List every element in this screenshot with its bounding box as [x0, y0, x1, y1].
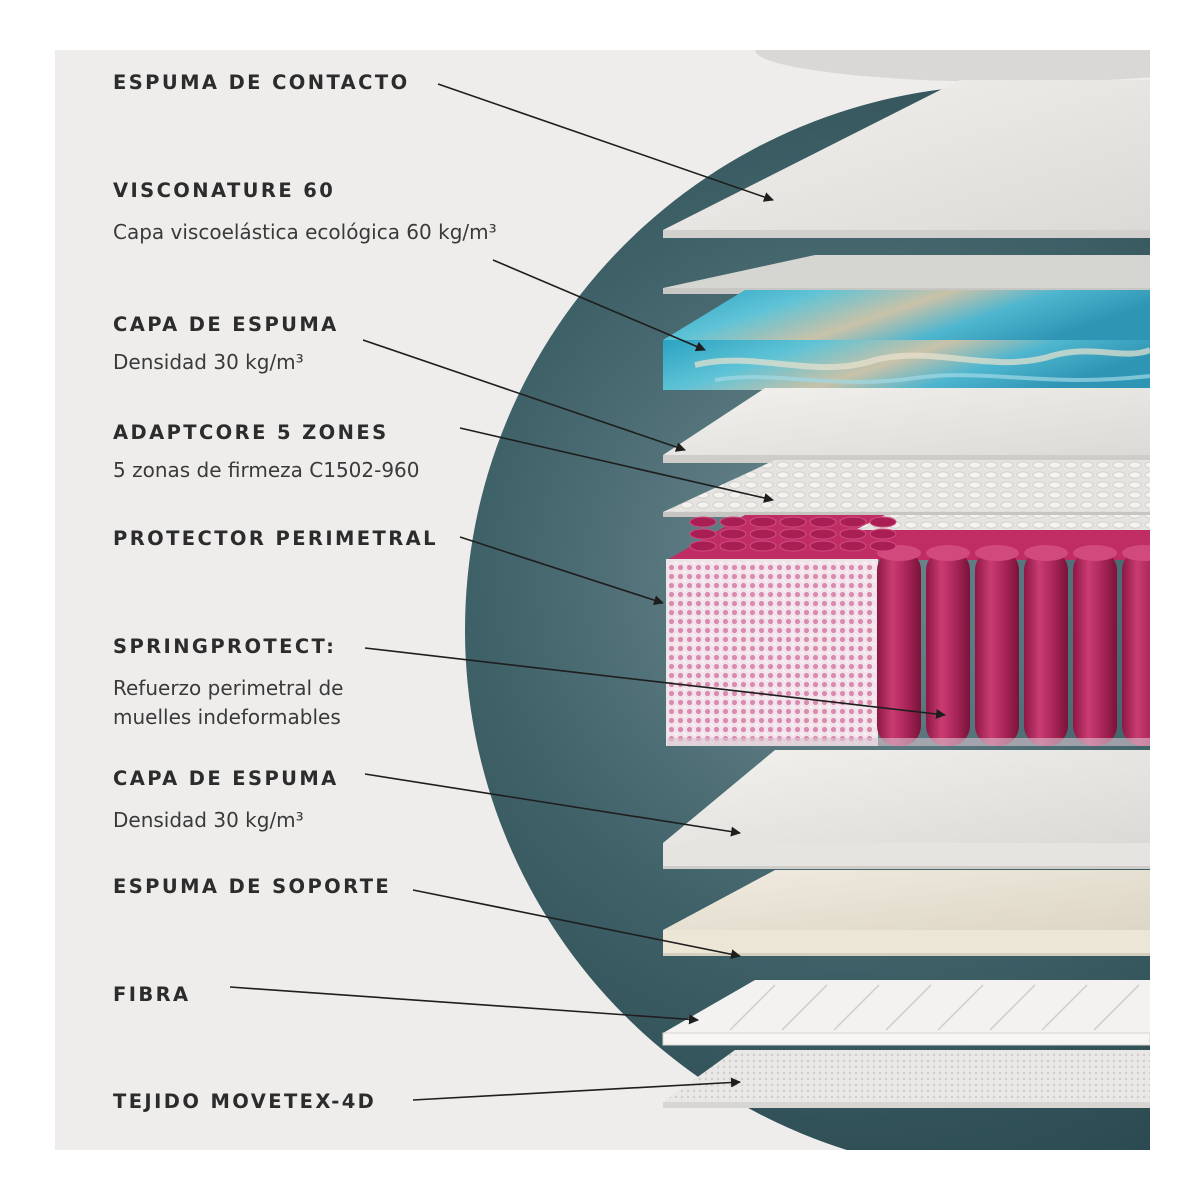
- fibra-quilt-line: [937, 984, 984, 1031]
- leader-line-capa-espuma-2: [364, 773, 741, 837]
- spring-top-back: [779, 528, 807, 540]
- fibra-quilt-line: [885, 984, 932, 1031]
- label-title-capa-espuma-1: CAPA DE ESPUMA: [113, 313, 339, 336]
- spring-top-back: [749, 528, 777, 540]
- spring-top-back: [749, 540, 777, 552]
- spring-top-back: [809, 540, 837, 552]
- fibra-quilt-line: [1041, 984, 1088, 1031]
- spring-top-back: [869, 540, 897, 552]
- fibra-quilt-line: [1093, 984, 1140, 1031]
- spring-top: [1073, 545, 1117, 561]
- spring-column: [1024, 550, 1068, 746]
- spring-column: [1073, 550, 1117, 746]
- label-title-protector: PROTECTOR PERIMETRAL: [113, 527, 438, 550]
- label-desc-capa-espuma-1: Densidad 30 kg/m³: [113, 350, 304, 374]
- fibra-quilt-line: [833, 984, 880, 1031]
- diagram-panel: ESPUMA DE CONTACTO VISCONATURE 60 Capa vis…: [55, 50, 1150, 1150]
- spring-top-back: [779, 540, 807, 552]
- spring-top-back: [809, 516, 837, 528]
- spring-top-back: [779, 516, 807, 528]
- spring-top-back: [749, 516, 777, 528]
- label-title-fibra: FIBRA: [113, 983, 191, 1006]
- spring-column: [975, 550, 1019, 746]
- spring-column: [926, 550, 970, 746]
- spring-column: [1122, 550, 1150, 746]
- leader-line-fibra: [229, 986, 699, 1025]
- label-desc-capa-espuma-2: Densidad 30 kg/m³: [113, 808, 304, 832]
- label-desc-adaptcore: 5 zonas de firmeza C1502-960: [113, 458, 420, 482]
- label-title-espuma-soporte: ESPUMA DE SOPORTE: [113, 875, 392, 898]
- mattress-illustration: [229, 50, 1150, 1150]
- leader-line-visconature: [492, 259, 706, 352]
- spring-top-back: [689, 540, 717, 552]
- spring-top-back: [839, 516, 867, 528]
- spring-top-back: [719, 528, 747, 540]
- spring-top-back: [809, 528, 837, 540]
- label-title-tejido: TEJIDO MOVETEX-4D: [113, 1090, 377, 1113]
- leader-line-espuma-contacto: [437, 83, 774, 202]
- fibra-quilt-line: [729, 984, 776, 1031]
- spring-top-back: [869, 516, 897, 528]
- leader-line-protector: [459, 536, 664, 605]
- leader-line-adaptcore: [459, 427, 774, 503]
- label-desc-springprotect: Refuerzo perimetral de: [113, 676, 344, 700]
- label-title-visconature: VISCONATURE 60: [113, 179, 336, 202]
- spring-top-back: [839, 528, 867, 540]
- spring-top: [975, 545, 1019, 561]
- leader-line-tejido: [412, 1077, 741, 1101]
- spring-top: [1024, 545, 1068, 561]
- label-title-espuma-contacto: ESPUMA DE CONTACTO: [113, 71, 410, 94]
- spring-top-back: [689, 528, 717, 540]
- fibra-quilt-line: [781, 984, 828, 1031]
- spring-top-back: [719, 516, 747, 528]
- fibra-quilt-line: [989, 984, 1036, 1031]
- spring-top-back: [869, 528, 897, 540]
- label-desc-visconature: Capa viscoelástica ecológica 60 kg/m³: [113, 220, 497, 244]
- leader-line-springprotect: [364, 647, 946, 719]
- spring-column: [877, 550, 921, 746]
- leader-line-capa-espuma-1: [362, 339, 686, 452]
- label-title-capa-espuma-2: CAPA DE ESPUMA: [113, 767, 339, 790]
- leader-line-espuma-soporte: [412, 889, 741, 960]
- spring-top: [1122, 545, 1150, 561]
- label-title-springprotect: SPRINGPROTECT:: [113, 635, 337, 658]
- label-title-adaptcore: ADAPTCORE 5 ZONES: [113, 421, 389, 444]
- spring-top-back: [719, 540, 747, 552]
- spring-top-back: [839, 540, 867, 552]
- spring-top-back: [689, 516, 717, 528]
- spring-top: [926, 545, 970, 561]
- label-desc-springprotect-2: muelles indeformables: [113, 705, 341, 729]
